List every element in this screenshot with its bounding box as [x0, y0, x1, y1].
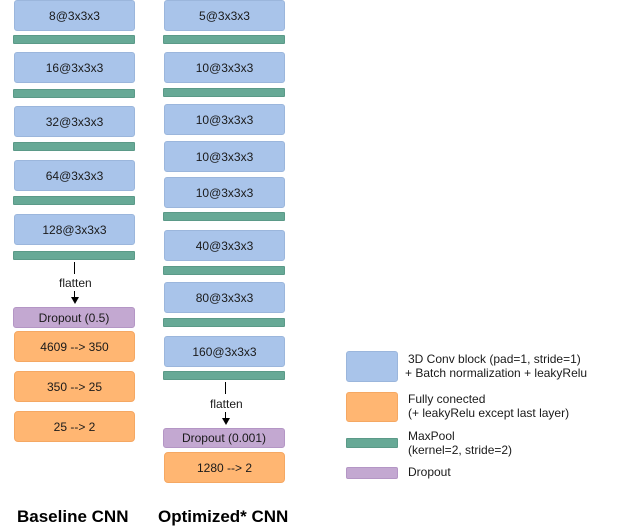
baseline-title: Baseline CNN — [17, 507, 129, 526]
optimized-conv-block-8: 160@3x3x3 — [164, 336, 285, 367]
legend-conv-swatch — [346, 351, 398, 382]
baseline-conv-block-4: 64@3x3x3 — [14, 160, 135, 191]
optimized-flatten-arrowhead — [222, 418, 230, 425]
baseline-flatten-connector — [74, 262, 75, 274]
legend-fc-swatch — [346, 392, 398, 422]
baseline-flatten-label: flatten — [59, 276, 92, 290]
optimized-maxpool-4 — [163, 266, 285, 275]
baseline-flatten-arrowhead — [71, 297, 79, 304]
optimized-conv-block-1: 5@3x3x3 — [164, 0, 285, 31]
legend-fc-line2: (+ leakyRelu except last layer) — [408, 406, 570, 420]
baseline-conv-block-3: 32@3x3x3 — [14, 106, 135, 137]
optimized-dropout: Dropout (0.001) — [163, 428, 285, 448]
optimized-conv-block-3: 10@3x3x3 — [164, 104, 285, 135]
baseline-maxpool-5 — [13, 251, 135, 260]
baseline-conv-block-5: 128@3x3x3 — [14, 214, 135, 245]
baseline-fc-layer-1: 4609 --> 350 — [14, 331, 135, 362]
baseline-maxpool-4 — [13, 196, 135, 205]
legend-fc-line1: Fully conected — [408, 392, 486, 406]
optimized-maxpool-2 — [163, 88, 285, 97]
baseline-fc-layer-2: 350 --> 25 — [14, 371, 135, 402]
legend-maxpool-swatch — [346, 438, 398, 448]
baseline-fc-layer-3: 25 --> 2 — [14, 411, 135, 442]
legend-conv-line1: 3D Conv block (pad=1, stride=1) — [408, 352, 581, 366]
optimized-conv-block-7: 80@3x3x3 — [164, 282, 285, 313]
optimized-conv-block-5: 10@3x3x3 — [164, 177, 285, 208]
baseline-maxpool-3 — [13, 142, 135, 151]
baseline-maxpool-1 — [13, 35, 135, 44]
optimized-title: Optimized* CNN — [158, 507, 289, 526]
legend-dropout-swatch — [346, 467, 398, 479]
optimized-conv-block-2: 10@3x3x3 — [164, 52, 285, 83]
optimized-conv-block-6: 40@3x3x3 — [164, 230, 285, 261]
legend-maxpool-line2: (kernel=2, stride=2) — [408, 443, 513, 457]
optimized-maxpool-3 — [163, 212, 285, 221]
legend-maxpool-line1: MaxPool — [408, 429, 455, 443]
optimized-conv-block-4: 10@3x3x3 — [164, 141, 285, 172]
optimized-maxpool-6 — [163, 371, 285, 380]
baseline-maxpool-2 — [13, 89, 135, 98]
legend-dropout-line1: Dropout — [408, 465, 451, 479]
optimized-flatten-connector — [225, 382, 226, 394]
optimized-maxpool-5 — [163, 318, 285, 327]
baseline-dropout: Dropout (0.5) — [13, 307, 135, 328]
optimized-fc-layer-1: 1280 --> 2 — [164, 452, 285, 483]
optimized-flatten-arrow-line — [225, 412, 226, 418]
baseline-flatten-arrow-line — [74, 291, 75, 297]
optimized-flatten-label: flatten — [210, 397, 243, 411]
baseline-conv-block-2: 16@3x3x3 — [14, 52, 135, 83]
legend-conv-line2: + Batch normalization + leakyRelu — [405, 366, 588, 380]
baseline-conv-block-1: 8@3x3x3 — [14, 0, 135, 31]
optimized-maxpool-1 — [163, 35, 285, 44]
